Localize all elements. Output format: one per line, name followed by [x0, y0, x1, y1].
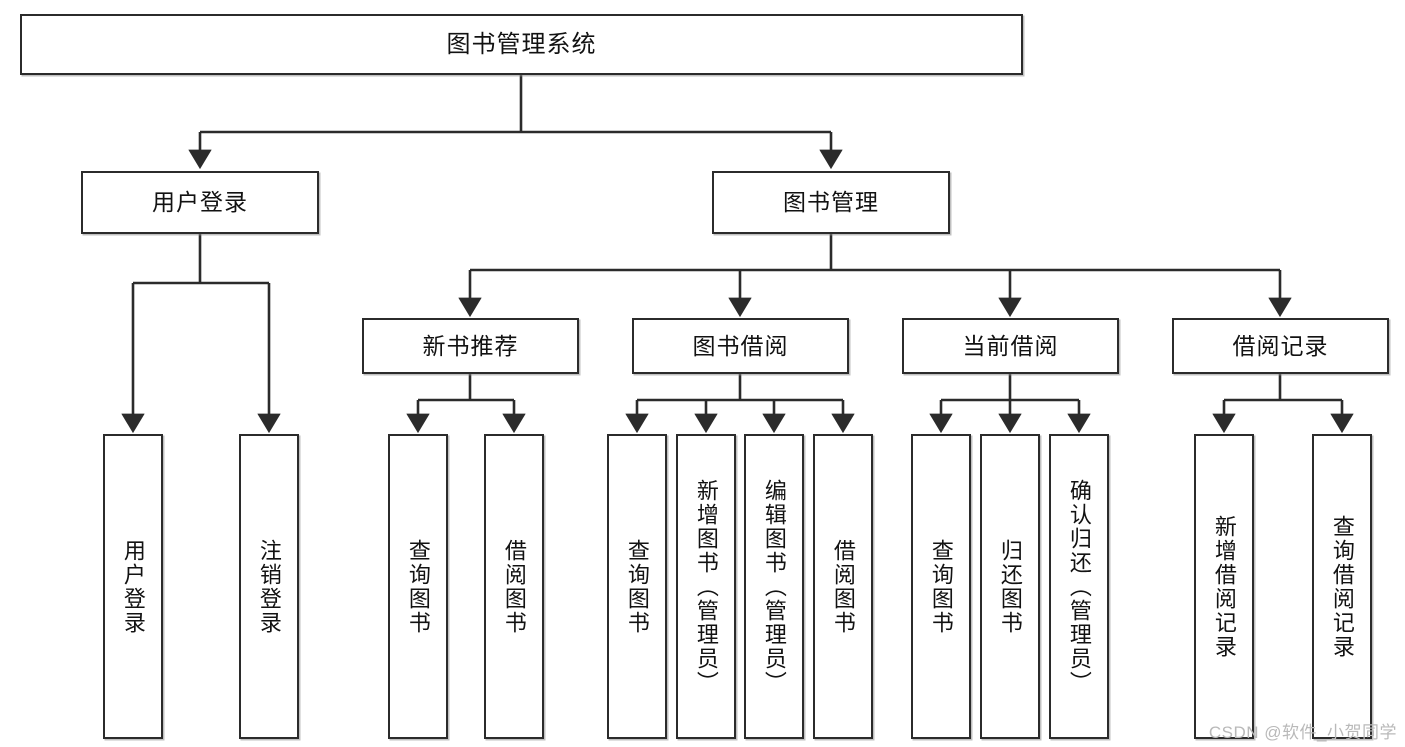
node-book-borrow[interactable]: 图书借阅: [632, 318, 849, 374]
node-leaf-borrowrecord-add[interactable]: 新增借阅记录: [1194, 434, 1254, 739]
node-leaf-bookborrow-borrow[interactable]: 借阅图书: [813, 434, 873, 739]
node-leaf-newbook-query-label: 查询图书: [405, 538, 431, 635]
node-leaf-currentborrow-confirm-return[interactable]: 确认归还（管理员）: [1049, 434, 1109, 739]
node-book-management[interactable]: 图书管理: [712, 171, 950, 234]
node-leaf-newbook-query[interactable]: 查询图书: [388, 434, 448, 739]
node-leaf-currentborrow-confirm-return-label: 确认归还（管理员）: [1066, 478, 1092, 695]
node-new-book-recommend[interactable]: 新书推荐: [362, 318, 579, 374]
node-book-borrow-label: 图书借阅: [692, 332, 789, 359]
node-user-login[interactable]: 用户登录: [81, 171, 319, 234]
node-leaf-bookborrow-add[interactable]: 新增图书（管理员）: [676, 434, 736, 739]
node-leaf-bookborrow-query[interactable]: 查询图书: [607, 434, 667, 739]
csdn-watermark: CSDN @软件_小贺同学: [1208, 723, 1397, 742]
node-leaf-currentborrow-query-label: 查询图书: [928, 538, 954, 635]
node-new-book-recommend-label: 新书推荐: [422, 332, 519, 359]
node-leaf-user-login-signout[interactable]: 注销登录: [239, 434, 299, 739]
node-current-borrow[interactable]: 当前借阅: [902, 318, 1119, 374]
node-leaf-newbook-borrow[interactable]: 借阅图书: [484, 434, 544, 739]
node-leaf-bookborrow-borrow-label: 借阅图书: [830, 538, 856, 635]
node-book-management-label: 图书管理: [783, 189, 879, 216]
node-leaf-borrowrecord-query-label: 查询借阅记录: [1329, 514, 1355, 659]
node-leaf-bookborrow-query-label: 查询图书: [624, 538, 650, 635]
node-leaf-user-login-signin-label: 用户登录: [120, 538, 146, 635]
node-leaf-currentborrow-return-label: 归还图书: [997, 538, 1023, 635]
node-leaf-borrowrecord-add-label: 新增借阅记录: [1211, 514, 1237, 659]
node-user-login-label: 用户登录: [152, 189, 248, 216]
node-leaf-bookborrow-add-label: 新增图书（管理员）: [693, 478, 719, 695]
node-leaf-bookborrow-edit-label: 编辑图书（管理员）: [761, 478, 787, 695]
node-borrow-record[interactable]: 借阅记录: [1172, 318, 1389, 374]
node-root-label: 图书管理系统: [446, 30, 597, 58]
node-leaf-bookborrow-edit[interactable]: 编辑图书（管理员）: [744, 434, 804, 739]
node-leaf-user-login-signin[interactable]: 用户登录: [103, 434, 163, 739]
node-leaf-currentborrow-query[interactable]: 查询图书: [911, 434, 971, 739]
node-leaf-currentborrow-return[interactable]: 归还图书: [980, 434, 1040, 739]
node-borrow-record-label: 借阅记录: [1232, 332, 1329, 359]
node-leaf-borrowrecord-query[interactable]: 查询借阅记录: [1312, 434, 1372, 739]
node-root-library-system[interactable]: 图书管理系统: [20, 14, 1023, 75]
node-current-borrow-label: 当前借阅: [962, 332, 1059, 359]
node-leaf-newbook-borrow-label: 借阅图书: [501, 538, 527, 635]
node-leaf-user-login-signout-label: 注销登录: [256, 538, 282, 635]
